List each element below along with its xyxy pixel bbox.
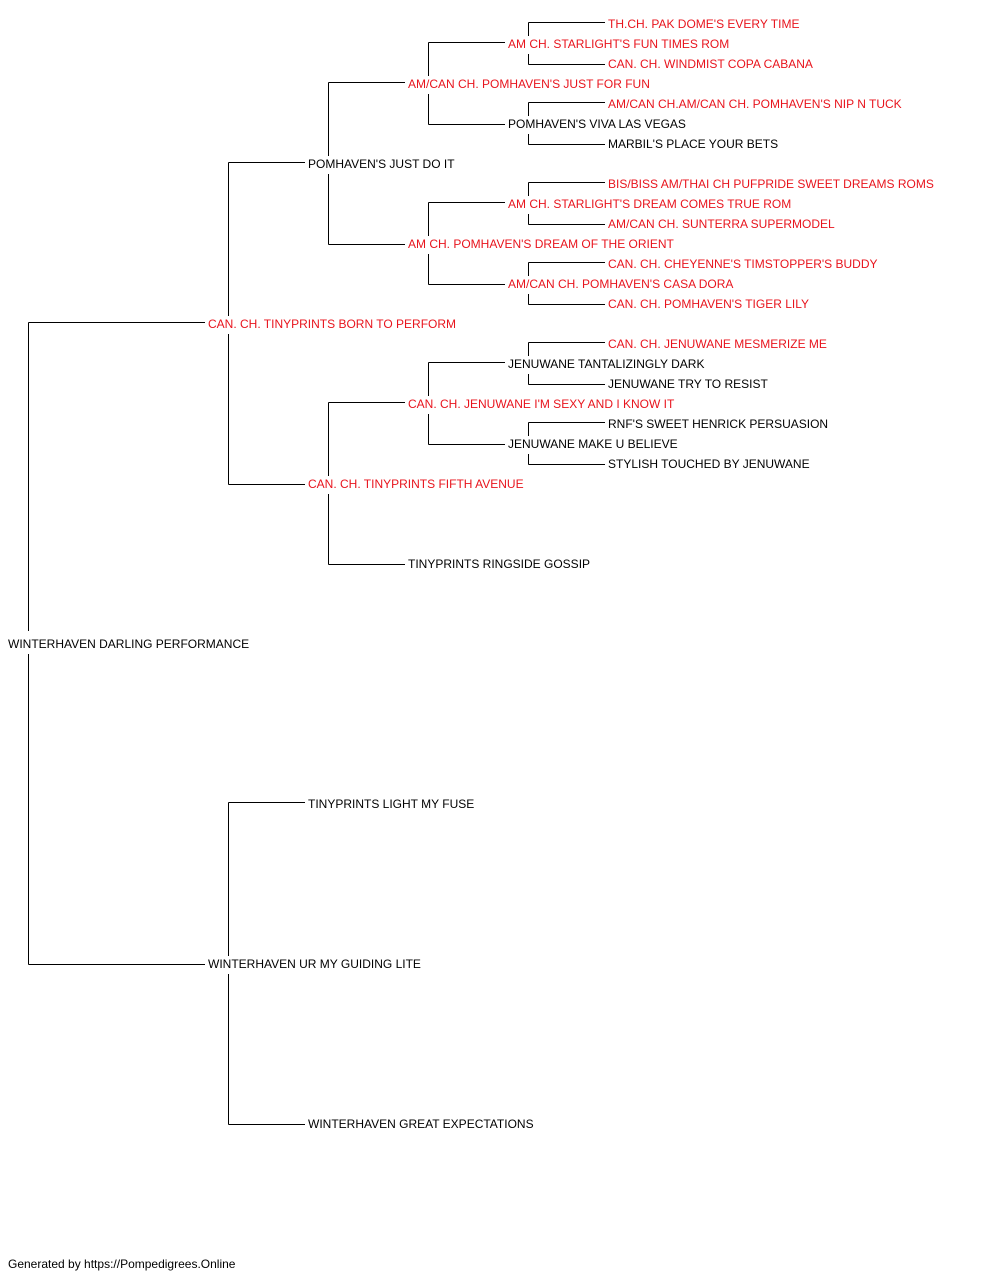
gen5-sssss-name[interactable]: TH.CH. PAK DOME'S EVERY TIME <box>608 17 800 31</box>
generated-by-footer: Generated by https://Pompedigrees.Online <box>8 1257 236 1271</box>
gen3-sds-name[interactable]: CAN. CH. JENUWANE I'M SEXY AND I KNOW IT <box>408 397 675 411</box>
gen4-sssd-name[interactable]: POMHAVEN'S VIVA LAS VEGAS <box>508 117 686 131</box>
gen3-sss-name[interactable]: AM/CAN CH. POMHAVEN'S JUST FOR FUN <box>408 77 650 91</box>
gen4-sdss-name[interactable]: JENUWANE TANTALIZINGLY DARK <box>508 357 705 371</box>
gen5-sssds-name[interactable]: AM/CAN CH.AM/CAN CH. POMHAVEN'S NIP N TU… <box>608 97 902 111</box>
gen5-sdssd-name[interactable]: JENUWANE TRY TO RESIST <box>608 377 768 391</box>
gen5-sdsdd-name[interactable]: STYLISH TOUCHED BY JENUWANE <box>608 457 810 471</box>
gen5-ssdss-name[interactable]: BIS/BISS AM/THAI CH PUFPRIDE SWEET DREAM… <box>608 177 934 191</box>
gen5-ssdsd-name[interactable]: AM/CAN CH. SUNTERRA SUPERMODEL <box>608 217 835 231</box>
gen5-ssssd-name[interactable]: CAN. CH. WINDMIST COPA CABANA <box>608 57 813 71</box>
gen5-ssddd-name[interactable]: CAN. CH. POMHAVEN'S TIGER LILY <box>608 297 809 311</box>
gen3-sdd-name[interactable]: TINYPRINTS RINGSIDE GOSSIP <box>408 557 591 571</box>
sire-name[interactable]: CAN. CH. TINYPRINTS BORN TO PERFORM <box>208 317 457 331</box>
gen5-sdsds-name[interactable]: RNF'S SWEET HENRICK PERSUASION <box>608 417 829 431</box>
gen5-sssdd-name[interactable]: MARBIL'S PLACE YOUR BETS <box>608 137 779 151</box>
sire-sire-name[interactable]: POMHAVEN'S JUST DO IT <box>308 157 455 171</box>
gen5-ssdds-name[interactable]: CAN. CH. CHEYENNE'S TIMSTOPPER'S BUDDY <box>608 257 878 271</box>
dam-sire-name[interactable]: TINYPRINTS LIGHT MY FUSE <box>308 797 475 811</box>
gen4-ssds-name[interactable]: AM CH. STARLIGHT'S DREAM COMES TRUE ROM <box>508 197 792 211</box>
gen4-sdsd-name[interactable]: JENUWANE MAKE U BELIEVE <box>508 437 678 451</box>
dam-name[interactable]: WINTERHAVEN UR MY GUIDING LITE <box>208 957 421 971</box>
sire-dam-name[interactable]: CAN. CH. TINYPRINTS FIFTH AVENUE <box>308 477 524 491</box>
gen5-sdsss-name[interactable]: CAN. CH. JENUWANE MESMERIZE ME <box>608 337 827 351</box>
dam-dam-name[interactable]: WINTERHAVEN GREAT EXPECTATIONS <box>308 1117 534 1131</box>
subject-name[interactable]: WINTERHAVEN DARLING PERFORMANCE <box>8 637 250 651</box>
gen3-ssd-name[interactable]: AM CH. POMHAVEN'S DREAM OF THE ORIENT <box>408 237 674 251</box>
gen4-ssdd-name[interactable]: AM/CAN CH. POMHAVEN'S CASA DORA <box>508 277 734 291</box>
gen4-ssss-name[interactable]: AM CH. STARLIGHT'S FUN TIMES ROM <box>508 37 730 51</box>
